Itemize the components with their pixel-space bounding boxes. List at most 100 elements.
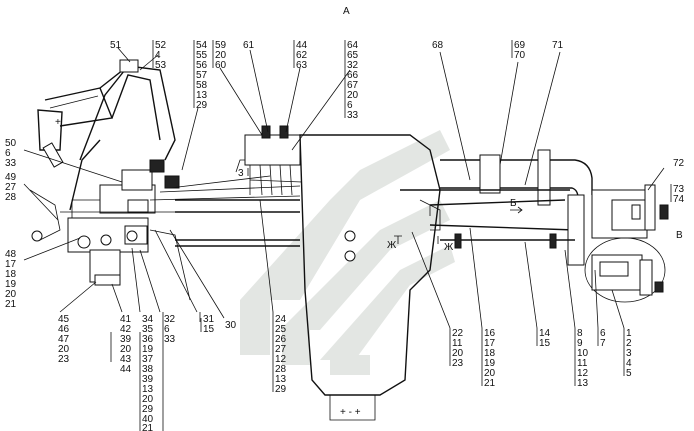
watermark-emblem: [240, 130, 455, 375]
callout-50-2: 6: [5, 148, 11, 159]
callout-44-1: 44: [296, 40, 308, 51]
callout-16-1: 16: [484, 328, 496, 339]
callout-54-1: 54: [196, 40, 208, 51]
callout-22-2: 11: [452, 338, 463, 349]
callout-24-3: 26: [275, 334, 287, 345]
callout-24-4: 27: [275, 344, 287, 355]
svg-text:+: +: [55, 117, 61, 128]
central-distributor: [235, 125, 303, 196]
callout-48-2: 17: [5, 259, 17, 270]
callout-31-2: 15: [203, 324, 215, 335]
callout-48-5: 20: [5, 289, 17, 300]
callout-54-4: 57: [196, 70, 208, 81]
callout-49-2: 27: [5, 182, 17, 193]
callout-59-1: 59: [215, 40, 227, 51]
callout-64-5: 67: [347, 80, 359, 91]
arrow-label-three: 3: [238, 168, 244, 179]
callout-45-2: 46: [58, 324, 70, 335]
callout-64-3: 32: [347, 60, 359, 71]
callout-64-7: 6: [347, 100, 353, 111]
callout-49-3: 28: [5, 192, 17, 203]
callout-61: 61: [243, 40, 255, 51]
callout-54-5: 58: [196, 80, 208, 91]
callout-1-5: 5: [626, 368, 632, 379]
callout-22-1: 22: [452, 328, 464, 339]
callout-16-5: 20: [484, 368, 496, 379]
callout-54-7: 29: [196, 100, 208, 111]
callout-48-3: 18: [5, 269, 17, 280]
callout-8-5: 12: [577, 368, 589, 379]
callout-34-10: 29: [142, 404, 154, 415]
callout-54-6: 13: [196, 90, 208, 101]
callout-34-5: 37: [142, 354, 154, 365]
callout-59-2: 20: [215, 50, 227, 61]
callout-64-6: 20: [347, 90, 359, 101]
callout-6-1: 6: [600, 328, 606, 339]
callout-64-1: 64: [347, 40, 359, 51]
callout-41-4: 20: [120, 344, 132, 355]
callout-8-4: 11: [577, 358, 588, 369]
callout-34-4: 19: [142, 344, 154, 355]
view-label-b: В: [676, 230, 683, 241]
callout-16-4: 19: [484, 358, 496, 369]
pump-unit-upper: [591, 184, 669, 239]
arrow-label-b: Б: [510, 198, 517, 209]
arrow-zh-left: [394, 235, 402, 244]
main-tank: + - +: [299, 134, 441, 421]
pump-unit-lower: [584, 237, 666, 303]
callout-34-3: 36: [142, 334, 154, 345]
callout-16-3: 18: [484, 348, 496, 359]
callout-14-2: 15: [539, 338, 551, 349]
callout-34-2: 35: [142, 324, 154, 335]
callout-41-2: 42: [120, 324, 132, 335]
callout-34-11: 40: [142, 414, 154, 425]
callout-31-1: 31: [203, 314, 215, 325]
callout-16-2: 17: [484, 338, 496, 349]
callout-14-1: 14: [539, 328, 551, 339]
callout-32-1: 32: [164, 314, 176, 325]
view-label-a: А: [343, 6, 350, 17]
frame-rails: [60, 175, 301, 301]
callout-51: 51: [110, 40, 122, 51]
callout-50-1: 50: [5, 138, 17, 149]
arrow-b: [510, 206, 523, 214]
callout-22-3: 20: [452, 348, 464, 359]
callout-1-1: 1: [626, 328, 632, 339]
callout-45-5: 23: [58, 354, 70, 365]
callout-45-1: 45: [58, 314, 70, 325]
callout-64-8: 33: [347, 110, 359, 121]
callout-71: 71: [552, 40, 564, 51]
callout-22-4: 23: [452, 358, 464, 369]
callout-59-3: 60: [215, 60, 227, 71]
callout-41-1: 41: [120, 314, 132, 325]
callout-6-2: 7: [600, 338, 606, 349]
callout-24-6: 28: [275, 364, 287, 375]
callout-73-1: 73: [673, 184, 685, 195]
callout-49-1: 49: [5, 172, 17, 183]
callout-30: 30: [225, 320, 237, 331]
callout-16-6: 21: [484, 378, 496, 389]
callout-52-53-3: 53: [155, 60, 167, 71]
callout-32-3: 33: [164, 334, 176, 345]
callout-8-3: 10: [577, 348, 589, 359]
callout-52-53-1: 52: [155, 40, 167, 51]
callout-54-2: 55: [196, 50, 208, 61]
callout-34-12: 21: [142, 423, 154, 431]
callout-41-5: 43: [120, 354, 132, 365]
callout-1-4: 4: [626, 358, 632, 369]
callout-24-8: 29: [275, 384, 287, 395]
valve-block-assembly: [67, 159, 180, 286]
callout-48-6: 21: [5, 299, 17, 310]
callout-54-3: 56: [196, 60, 208, 71]
callout-24-2: 25: [275, 324, 287, 335]
callout-1-2: 2: [626, 338, 632, 349]
callouts: 51 52 4 53 54 55 56 57 58 13 29 59 20 60…: [5, 40, 685, 431]
callout-64-2: 65: [347, 50, 359, 61]
arrow-label-zh-left: Ж: [387, 240, 397, 251]
callout-45-4: 20: [58, 344, 70, 355]
callout-24-1: 24: [275, 314, 287, 325]
leader-lines: [23, 40, 672, 431]
callout-68: 68: [432, 40, 444, 51]
callout-69-2: 70: [514, 50, 526, 61]
